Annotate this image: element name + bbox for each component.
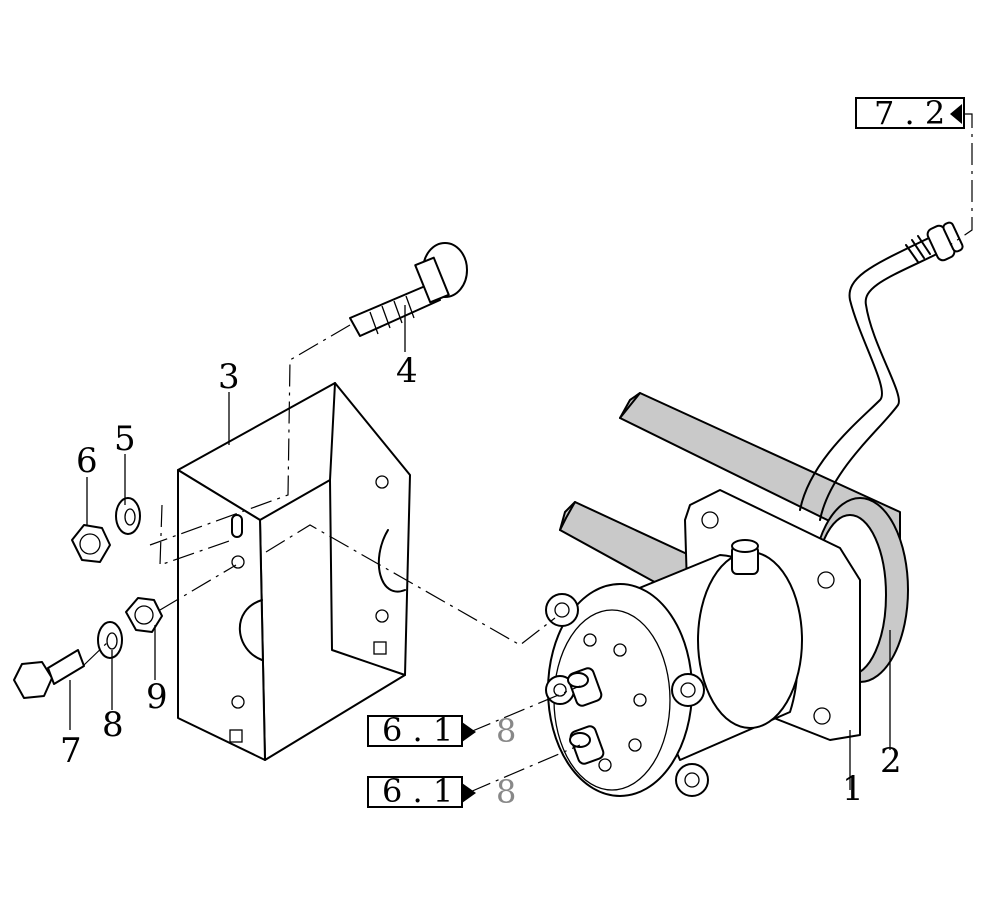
reference-left-lower-label: 6 . 1 [382, 772, 453, 810]
reference-left-upper-tail: 8 [496, 712, 516, 750]
reference-box-top-right: 7 . 2 [855, 94, 965, 132]
callout-5: 5 [114, 419, 136, 459]
callout-7: 7 [60, 731, 82, 771]
reference-box-left-lower: 6 . 1 8 [367, 772, 516, 811]
compressor-part-1 [545, 489, 861, 797]
callout-4: 4 [396, 351, 418, 391]
callout-3: 3 [218, 357, 240, 397]
washer-part-8 [97, 621, 123, 659]
callout-1: 1 [842, 769, 864, 809]
bracket-part-3 [177, 382, 411, 761]
refrigerant-pipe [799, 221, 964, 521]
assembly-lines [83, 113, 973, 793]
callout-8: 8 [102, 705, 124, 745]
bolt-part-7 [13, 649, 85, 699]
callout-2: 2 [880, 741, 902, 781]
leader-lines [69, 305, 891, 790]
nut-part-6 [71, 524, 111, 563]
reference-left-lower-tail: 8 [496, 773, 516, 811]
callout-9: 9 [146, 677, 168, 717]
reference-box-left-upper: 6 . 1 8 [367, 711, 516, 750]
reference-top-right-label: 7 . 2 [874, 94, 945, 132]
washer-part-5 [115, 497, 141, 535]
nut-part-9 [125, 597, 163, 633]
reference-left-upper-label: 6 . 1 [382, 711, 453, 749]
callout-6: 6 [76, 441, 98, 481]
bolt-part-4 [349, 242, 468, 337]
